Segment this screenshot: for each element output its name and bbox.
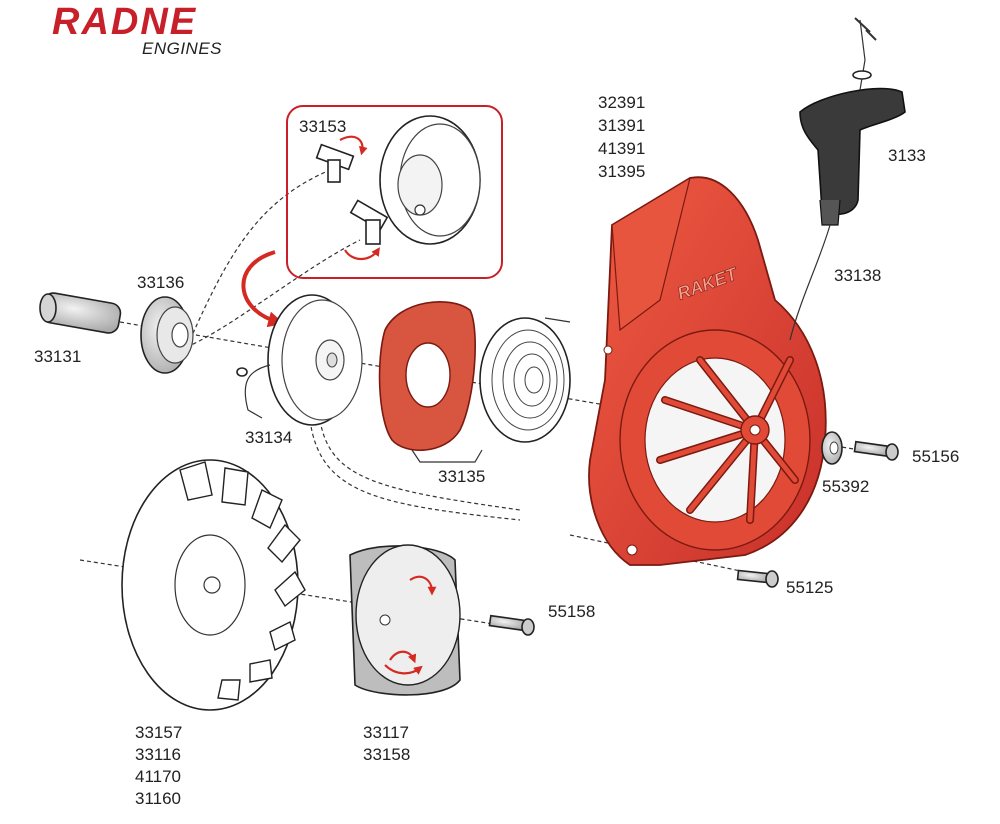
part-labels: 32391 31391 41391 31395 3133 33138 33153… bbox=[34, 93, 959, 808]
label-pawls: 33153 bbox=[299, 117, 346, 136]
recoil-housing: RAKET bbox=[588, 176, 827, 566]
brand-logo: RADNE ENGINES bbox=[52, 1, 222, 58]
label-housing-washer: 55392 bbox=[822, 477, 869, 496]
label-flywheel-2: 33116 bbox=[135, 745, 181, 764]
label-mount-screw: 55125 bbox=[786, 578, 833, 597]
label-flywheel-1: 33157 bbox=[135, 723, 182, 742]
spring-bracket bbox=[411, 449, 483, 463]
housing-screw bbox=[853, 440, 899, 461]
center-pin bbox=[39, 292, 122, 334]
label-cup-bolt: 55158 bbox=[548, 602, 595, 621]
label-flywheel-4: 31160 bbox=[135, 789, 181, 808]
flywheel bbox=[121, 459, 306, 711]
label-recoil-housing-4: 31395 bbox=[598, 162, 645, 181]
label-housing-screw: 55156 bbox=[912, 447, 959, 466]
pawl-guide bbox=[140, 296, 194, 374]
label-recoil-housing-3: 41391 bbox=[598, 139, 645, 158]
label-pawl-guide: 33136 bbox=[137, 273, 184, 292]
pawl-bottom bbox=[349, 199, 389, 245]
label-center-pin: 33131 bbox=[34, 347, 81, 366]
spring bbox=[479, 317, 571, 443]
label-spring-cover: 33135 bbox=[438, 467, 485, 486]
label-starter-cup-1: 33117 bbox=[363, 723, 409, 742]
housing-washer bbox=[821, 431, 843, 465]
detail-arrow bbox=[241, 250, 285, 328]
spring-cover bbox=[378, 301, 476, 451]
label-recoil-housing-1: 32391 bbox=[598, 93, 645, 112]
pawls-detail-box bbox=[286, 105, 503, 279]
detail-pulley bbox=[379, 115, 481, 245]
cup-bolt bbox=[488, 614, 535, 636]
rope-pulley bbox=[236, 294, 363, 426]
label-rope-pulley: 33134 bbox=[245, 428, 292, 447]
starter-rope bbox=[789, 224, 831, 341]
label-starter-handle: 3133 bbox=[888, 146, 926, 165]
label-starter-cup-2: 33158 bbox=[363, 745, 410, 764]
starter-handle bbox=[799, 17, 906, 226]
brand-subtitle: ENGINES bbox=[142, 39, 222, 58]
mount-screw bbox=[736, 569, 779, 588]
label-recoil-housing-2: 31391 bbox=[598, 116, 645, 135]
label-flywheel-3: 41170 bbox=[135, 767, 181, 786]
starter-cup bbox=[349, 544, 461, 696]
brand-name: RADNE bbox=[52, 1, 197, 43]
label-starter-rope: 33138 bbox=[834, 266, 881, 285]
pawl-top bbox=[315, 143, 355, 183]
